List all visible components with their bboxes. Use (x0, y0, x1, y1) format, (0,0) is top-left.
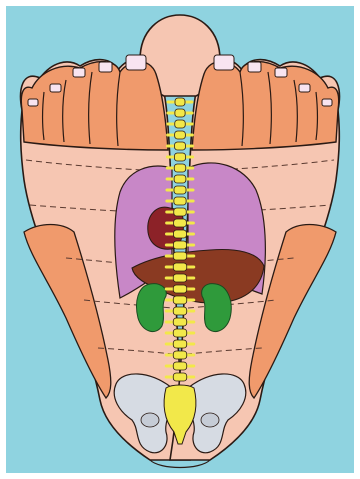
vertebra (173, 252, 187, 260)
vertebra (174, 208, 187, 216)
vertebra (174, 219, 187, 227)
vertebra (175, 142, 186, 150)
vertebra (174, 230, 187, 238)
vertebra (173, 373, 187, 381)
vertebra (173, 263, 187, 271)
vertebra (173, 362, 187, 370)
vertebra (174, 153, 185, 161)
vertebra (174, 186, 186, 194)
vertebra (173, 285, 187, 293)
vertebra (174, 175, 186, 183)
vertebra (173, 351, 187, 359)
vertebra (173, 241, 186, 249)
vertebra (173, 318, 187, 326)
right-kidney (202, 284, 232, 332)
vertebra (175, 120, 186, 128)
left-kidney (137, 284, 167, 332)
left-hip-socket (141, 413, 159, 427)
vertebra (173, 340, 187, 348)
vertebra (173, 329, 187, 337)
vertebra (173, 296, 187, 304)
vertebra (174, 197, 186, 205)
vertebra (174, 164, 186, 172)
vertebra (175, 98, 185, 106)
right-hip-socket (201, 413, 219, 427)
vertebra (173, 307, 187, 315)
vertebra (175, 131, 186, 139)
vertebra (173, 274, 187, 282)
vertebra (175, 109, 185, 117)
